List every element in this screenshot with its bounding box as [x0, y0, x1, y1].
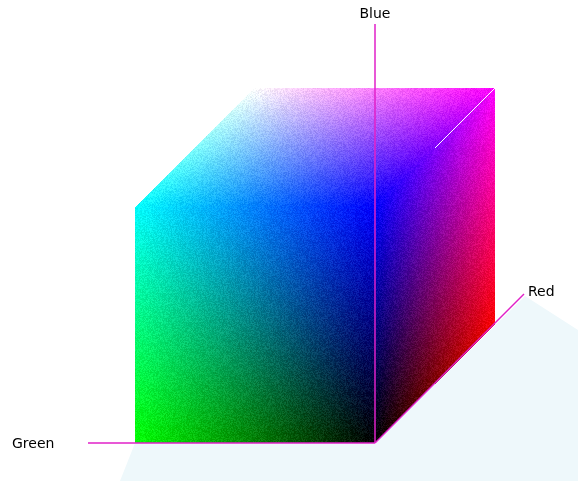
blue-axis-label: Blue	[360, 6, 391, 20]
red-axis-label: Red	[528, 284, 555, 298]
floor-shadow	[120, 296, 578, 481]
green-axis	[88, 442, 375, 444]
green-axis-label: Green	[12, 436, 54, 450]
blue-axis	[374, 24, 376, 443]
red-axis	[375, 294, 524, 443]
